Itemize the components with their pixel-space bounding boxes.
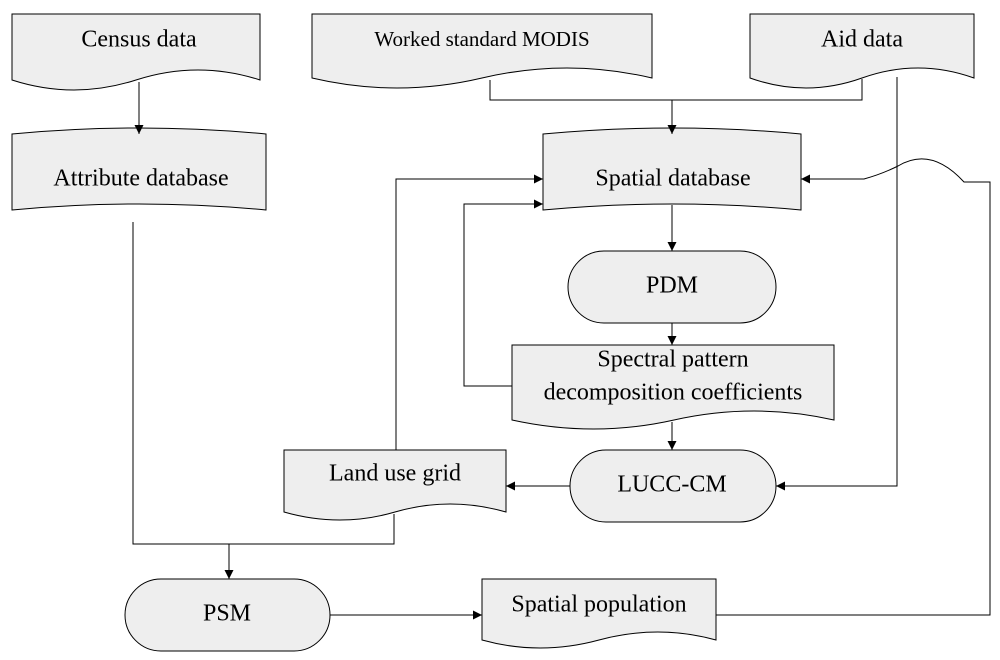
land-use-grid-node: Land use grid	[283, 449, 507, 521]
aid-data-node: Aid data	[749, 13, 975, 89]
attribute-land-use-merge-line	[132, 222, 395, 545]
aid-data-label: Aid data	[821, 27, 903, 53]
psm-label: PSM	[203, 601, 251, 627]
attribute-database-label: Attribute database	[53, 166, 228, 192]
land-use-grid-to-spatial-database-arrow	[395, 174, 543, 450]
spectral-coefficients-label-line1: Spectral pattern	[597, 347, 748, 373]
lucc-cm-label: LUCC-CM	[617, 472, 726, 498]
spatial-population-label: Spatial population	[511, 592, 686, 618]
aid-data-to-lucc-arrow	[776, 77, 898, 491]
spectral-coefficients-node: Spectral pattern decomposition coefficie…	[511, 344, 835, 430]
census-data-node: Census data	[11, 13, 261, 91]
land-use-grid-label: Land use grid	[329, 461, 461, 487]
spatial-population-feedback-arrow	[716, 158, 991, 616]
spectral-feedback-to-spatial-database-arrow	[463, 199, 543, 387]
attribute-database-node: Attribute database	[11, 127, 267, 211]
census-data-label: Census data	[81, 27, 197, 53]
psm-node: PSM	[124, 578, 331, 652]
spatial-database-node: Spatial database	[542, 127, 802, 211]
spectral-coefficients-label-line2: decomposition coefficients	[544, 380, 803, 406]
pdm-label: PDM	[646, 273, 698, 299]
spatial-database-label: Spatial database	[595, 166, 750, 192]
spatial-population-node: Spatial population	[481, 578, 717, 649]
pdm-node: PDM	[567, 250, 777, 324]
worked-modis-node: Worked standard MODIS	[311, 13, 653, 89]
worked-modis-label: Worked standard MODIS	[374, 27, 589, 51]
modis-aid-merge-line	[489, 79, 863, 101]
lucc-cm-node: LUCC-CM	[569, 449, 777, 523]
